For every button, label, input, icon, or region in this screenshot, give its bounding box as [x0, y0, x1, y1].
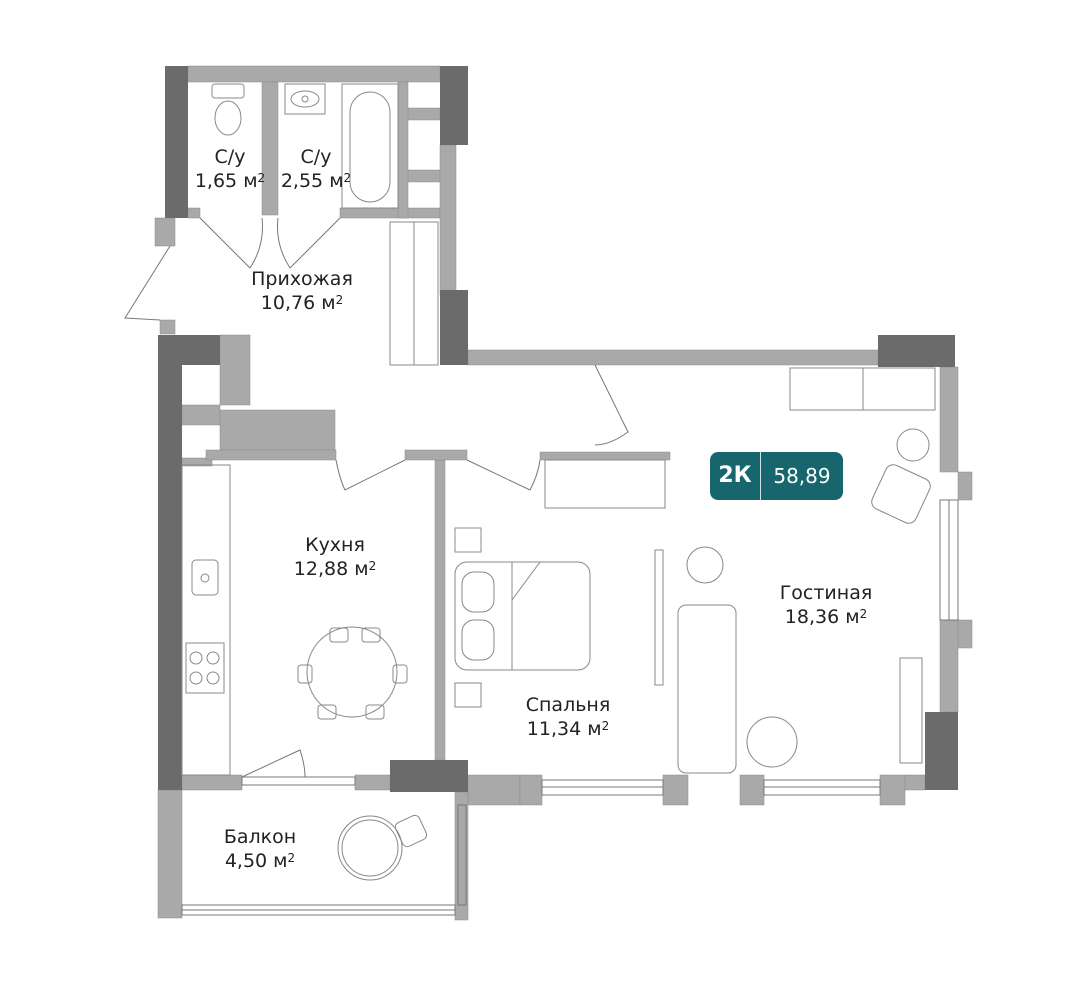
room-name: Спальня [525, 694, 611, 716]
unit-exp: 2 [601, 719, 610, 733]
unit: м [354, 558, 369, 580]
unit: м [321, 292, 336, 314]
room-name: Гостиная [779, 582, 873, 604]
doors [124, 217, 629, 778]
unit: м [845, 606, 860, 628]
room-area: 4,50 [224, 850, 268, 872]
room-label-hallway: Прихожая 10,76 м2 [251, 267, 353, 315]
unit: м [243, 170, 258, 192]
room-count: 2К [710, 452, 761, 500]
windows [181, 499, 959, 916]
unit-exp: 2 [343, 171, 352, 185]
room-label-balcony: Балкон 4,50 м2 [224, 825, 296, 873]
room-area: 11,34 [526, 718, 582, 740]
unit: м [329, 170, 344, 192]
room-name: С/у [300, 146, 332, 168]
total-area: 58,89 [773, 464, 831, 488]
room-name: Кухня [305, 534, 365, 556]
room-name: Прихожая [251, 268, 353, 290]
unit-exp: 2 [368, 559, 377, 573]
walls [154, 65, 973, 921]
room-label-toilet: С/у 1,65 м2 [195, 145, 265, 193]
bearing-walls [158, 66, 958, 792]
unit-exp: 2 [859, 607, 868, 621]
furniture [181, 83, 936, 881]
room-name: С/у [214, 146, 246, 168]
room-area: 18,36 [784, 606, 840, 628]
unit-exp: 2 [287, 851, 296, 865]
room-label-bedroom: Спальня 11,34 м2 [526, 693, 611, 741]
room-area: 10,76 [260, 292, 316, 314]
room-label-kitchen: Кухня 12,88 м2 [294, 533, 376, 581]
room-label-bathroom: С/у 2,55 м2 [281, 145, 351, 193]
room-area: 1,65 [194, 170, 238, 192]
unit-exp: 2 [257, 171, 266, 185]
unit: м [587, 718, 602, 740]
unit: м [273, 850, 288, 872]
room-label-living-room: Гостиная 18,36 м2 [780, 581, 873, 629]
room-name: Балкон [223, 826, 297, 848]
room-area: 2,55 [280, 170, 324, 192]
apartment-badge: 2К 58,89 [710, 452, 843, 500]
unit-exp: 2 [335, 293, 344, 307]
room-area: 12,88 [293, 558, 349, 580]
